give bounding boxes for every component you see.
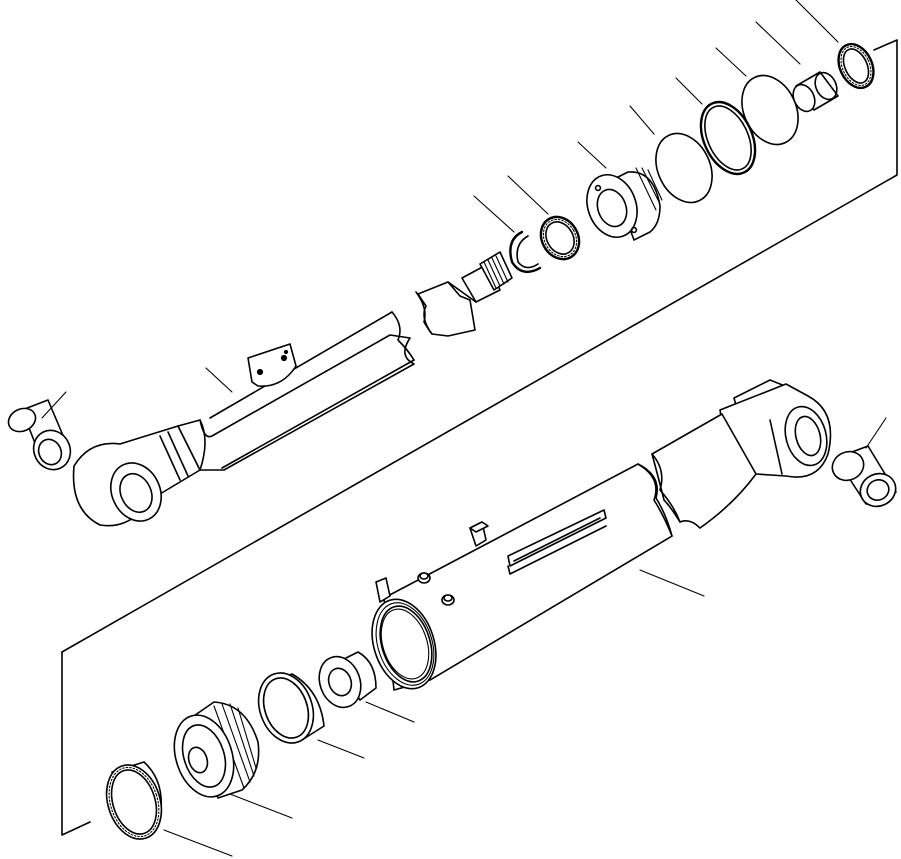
backup-ring xyxy=(699,100,757,176)
leader-wear-ring xyxy=(163,829,233,857)
rod-head xyxy=(586,167,663,241)
wear-ring xyxy=(105,761,163,840)
leader-cylinder-tube xyxy=(639,569,705,597)
piston-ring xyxy=(257,672,325,744)
leader-o-ring-large xyxy=(715,47,747,77)
cylinder-group-frame xyxy=(61,651,91,836)
bearing-ring xyxy=(539,215,581,261)
leader-o-ring-small xyxy=(629,105,655,135)
rod-guard-plate xyxy=(247,343,297,387)
leader-rod-end-bushing xyxy=(41,391,67,419)
piston xyxy=(173,701,260,799)
piston-nut xyxy=(318,651,377,709)
leader-bearing-ring xyxy=(507,175,549,215)
wiper-ring xyxy=(837,42,875,90)
leader-cylinder-bottom-bushing xyxy=(865,417,887,449)
snap-ring xyxy=(509,230,542,274)
cylinder-tube xyxy=(371,463,673,691)
cylinder-bottom-bushing xyxy=(831,445,897,508)
leader-piston-ring xyxy=(317,739,365,759)
rod-eye xyxy=(72,425,201,527)
leader-rod-head xyxy=(577,141,607,169)
leader-wiper-ring xyxy=(795,0,839,43)
leader-backup-ring xyxy=(675,77,703,105)
o-ring-small xyxy=(655,132,713,204)
leader-piston xyxy=(229,793,293,819)
piston-rod xyxy=(177,251,513,471)
leader-piston-nut xyxy=(365,701,415,723)
leader-rod-bushing xyxy=(755,21,801,65)
cylinder-bottom xyxy=(719,379,832,478)
rod-bushing xyxy=(792,71,839,113)
leader-snap-ring xyxy=(473,195,515,233)
leader-piston-rod xyxy=(205,367,233,393)
rod-group-frame xyxy=(61,39,898,653)
cylinder-tube-rear xyxy=(651,413,757,529)
o-ring-large xyxy=(741,74,799,146)
rod-end-bushing xyxy=(7,399,72,471)
